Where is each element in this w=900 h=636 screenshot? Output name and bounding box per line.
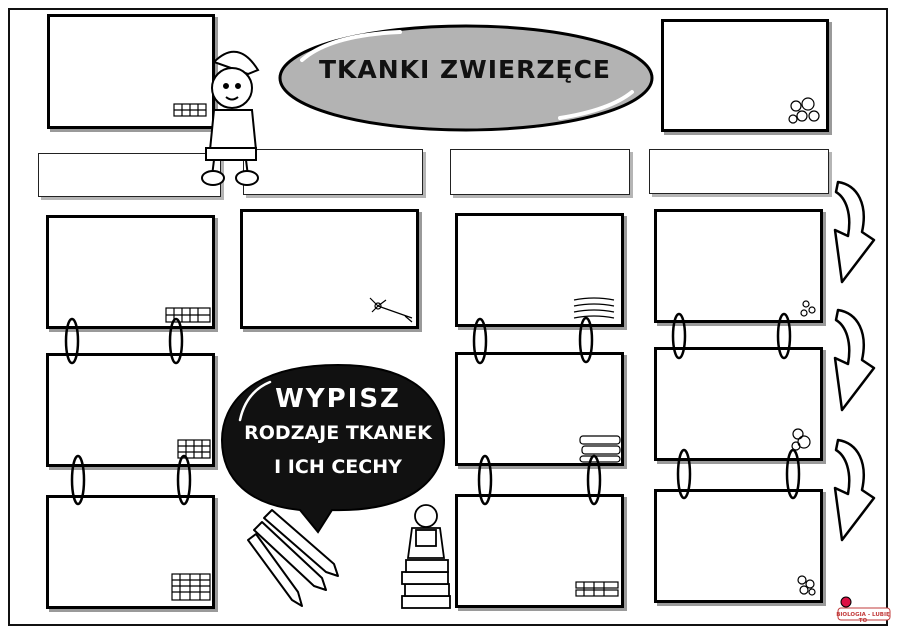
connective-tissue-icon [171, 573, 211, 601]
curved-arrow-icon [833, 308, 876, 412]
content-box-c3-r1[interactable] [455, 213, 624, 327]
binder-rings-c4-top [671, 312, 792, 360]
worksheet-frame [8, 8, 888, 626]
blood-cells-icon [788, 97, 820, 124]
content-box-top-right[interactable] [661, 19, 829, 132]
title-oval [278, 24, 654, 132]
content-box-c4-r1[interactable] [654, 209, 823, 323]
content-box-c1-r1[interactable] [46, 215, 215, 329]
binder-rings-c1-bottom [70, 454, 192, 506]
blood-cells-icon [800, 300, 816, 317]
instruction-line-2: RODZAJE TKANEK [244, 422, 432, 444]
oval-highlight-2 [558, 90, 634, 120]
content-box-c1-r2[interactable] [46, 353, 215, 467]
logo-text: BIOLOGIA - LUBIĘ TO [836, 612, 890, 624]
content-box-c2-r1[interactable] [240, 209, 419, 329]
oval-highlight [300, 30, 402, 62]
boy-character [201, 50, 260, 186]
epithelial-tissue-icon [165, 307, 211, 323]
content-box-c1-r3[interactable] [46, 495, 215, 609]
label-strip-3[interactable] [450, 149, 630, 195]
pencils [247, 509, 339, 607]
connective-tissue-icon [177, 439, 211, 459]
instruction-bubble-text: WYPISZ RODZAJE TKANEK I ICH CECHY [228, 382, 448, 484]
page-title: TKANKI ZWIERZĘCE [318, 55, 612, 84]
blood-cells-icon [797, 575, 816, 596]
label-strip-2[interactable] [243, 149, 423, 195]
content-box-c4-r2[interactable] [654, 347, 823, 461]
binder-rings-c3-bottom [477, 454, 602, 506]
nerve-cell-icon [369, 297, 413, 323]
muscle-fibers-icon [579, 435, 621, 463]
girl-reading-books [401, 504, 451, 609]
label-strip-1[interactable] [38, 153, 221, 197]
binder-rings-c1-top [64, 317, 184, 365]
epithelial-tissue-icon [173, 103, 207, 117]
muscle-fibers-icon [573, 297, 615, 319]
binder-rings-c4-bottom [676, 448, 801, 500]
curved-arrow-icon [833, 438, 876, 542]
bubble-highlight [238, 380, 272, 422]
binder-rings-c3-top [472, 316, 594, 365]
curved-arrow-icon [833, 180, 876, 284]
blood-cells-icon [791, 428, 811, 451]
muscle-fibers-icon [575, 581, 619, 597]
content-box-c3-r2[interactable] [455, 352, 624, 466]
content-box-c4-r3[interactable] [654, 489, 823, 603]
instruction-line-3: I ICH CECHY [274, 456, 402, 478]
speech-bubble [220, 363, 446, 534]
content-box-c3-r3[interactable] [455, 494, 624, 608]
label-strip-4[interactable] [649, 149, 829, 194]
logo [837, 596, 891, 621]
instruction-line-1: WYPISZ [275, 384, 401, 414]
